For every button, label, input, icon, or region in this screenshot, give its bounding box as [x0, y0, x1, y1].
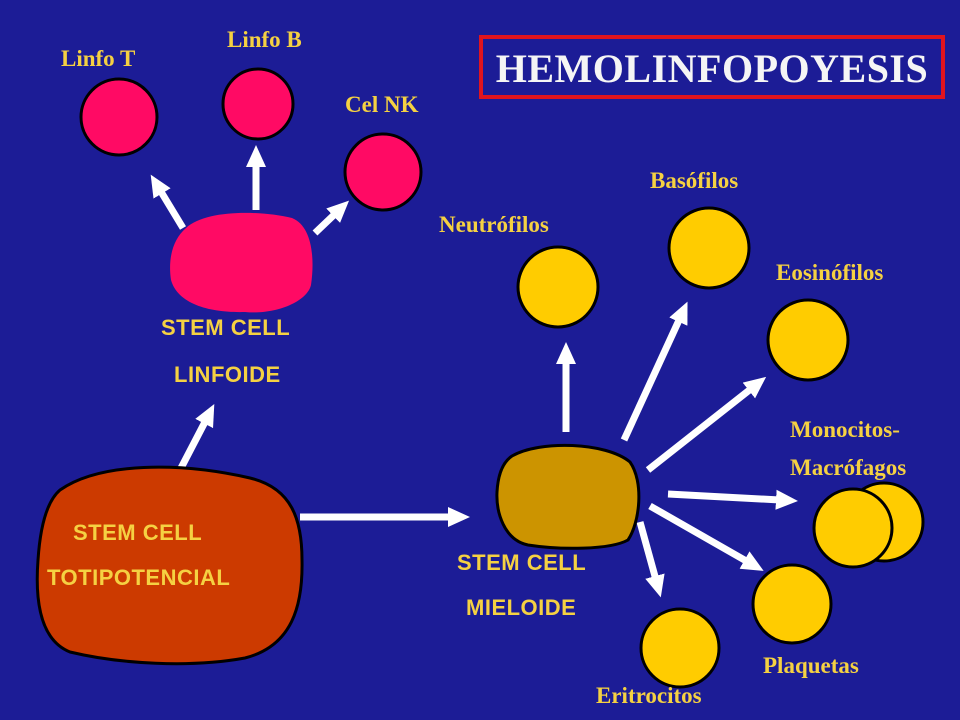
arrow-myeloid-to-monocitos: [667, 489, 798, 510]
linfo-b-cell: [221, 67, 295, 141]
totipotent-label-line2: TOTIPOTENCIAL: [47, 565, 231, 590]
label-linfo-t: Linfo T: [61, 46, 136, 71]
arrow-myeloid-to-eritrocitos: [636, 521, 665, 598]
arrow-lymphoid-to-linfo-t: [150, 174, 186, 230]
lymphoid-stem-label-line2: LINFOIDE: [174, 362, 281, 387]
lymphoid-stem-cell: [170, 212, 313, 313]
lymphoid-stem-label-line1: STEM CELL: [161, 315, 291, 340]
arrow-lymphoid-to-cel-nk: [312, 200, 350, 236]
page-title: HEMOLINFOPOYESIS: [495, 46, 929, 91]
monocito-cell-front: [812, 487, 894, 569]
arrow-myeloid-to-basofilos: [620, 301, 688, 442]
myeloid-stem-cell: [495, 443, 641, 550]
label-monocitos: Monocitos-: [790, 417, 900, 442]
title-box: HEMOLINFOPOYESIS: [479, 35, 945, 99]
arrows: [150, 145, 798, 598]
plaquetas-cell: [751, 563, 833, 645]
myeloid-stem-label-line1: STEM CELL: [457, 550, 587, 575]
label-cel-nk: Cel NK: [345, 92, 419, 117]
arrow-myeloid-to-eosinofilos: [645, 376, 767, 473]
label-plaquetas: Plaquetas: [763, 653, 859, 678]
eritrocitos-cell: [639, 607, 721, 689]
label-linfo-b: Linfo B: [227, 27, 302, 52]
label-macrofagos: Macrófagos: [790, 455, 907, 480]
label-basofilos: Basófilos: [650, 168, 739, 193]
neutrofilos-cell: [516, 245, 600, 329]
basofilos-cell: [667, 206, 751, 290]
cel-nk-cell: [343, 132, 423, 212]
label-neutrofilos: Neutrófilos: [439, 212, 549, 237]
totipotent-stem-cell: [35, 465, 304, 666]
eosinofilos-cell: [766, 298, 850, 382]
myeloid-stem-label-line2: MIELOIDE: [466, 595, 577, 620]
arrow-myeloid-to-plaquetas: [648, 502, 764, 571]
totipotent-label-line1: STEM CELL: [73, 520, 203, 545]
linfo-t-cell: [79, 77, 159, 157]
label-eritrocitos: Eritrocitos: [596, 683, 702, 708]
label-eosinofilos: Eosinófilos: [776, 260, 884, 285]
arrow-totipotent-to-lymphoid: [176, 404, 215, 472]
